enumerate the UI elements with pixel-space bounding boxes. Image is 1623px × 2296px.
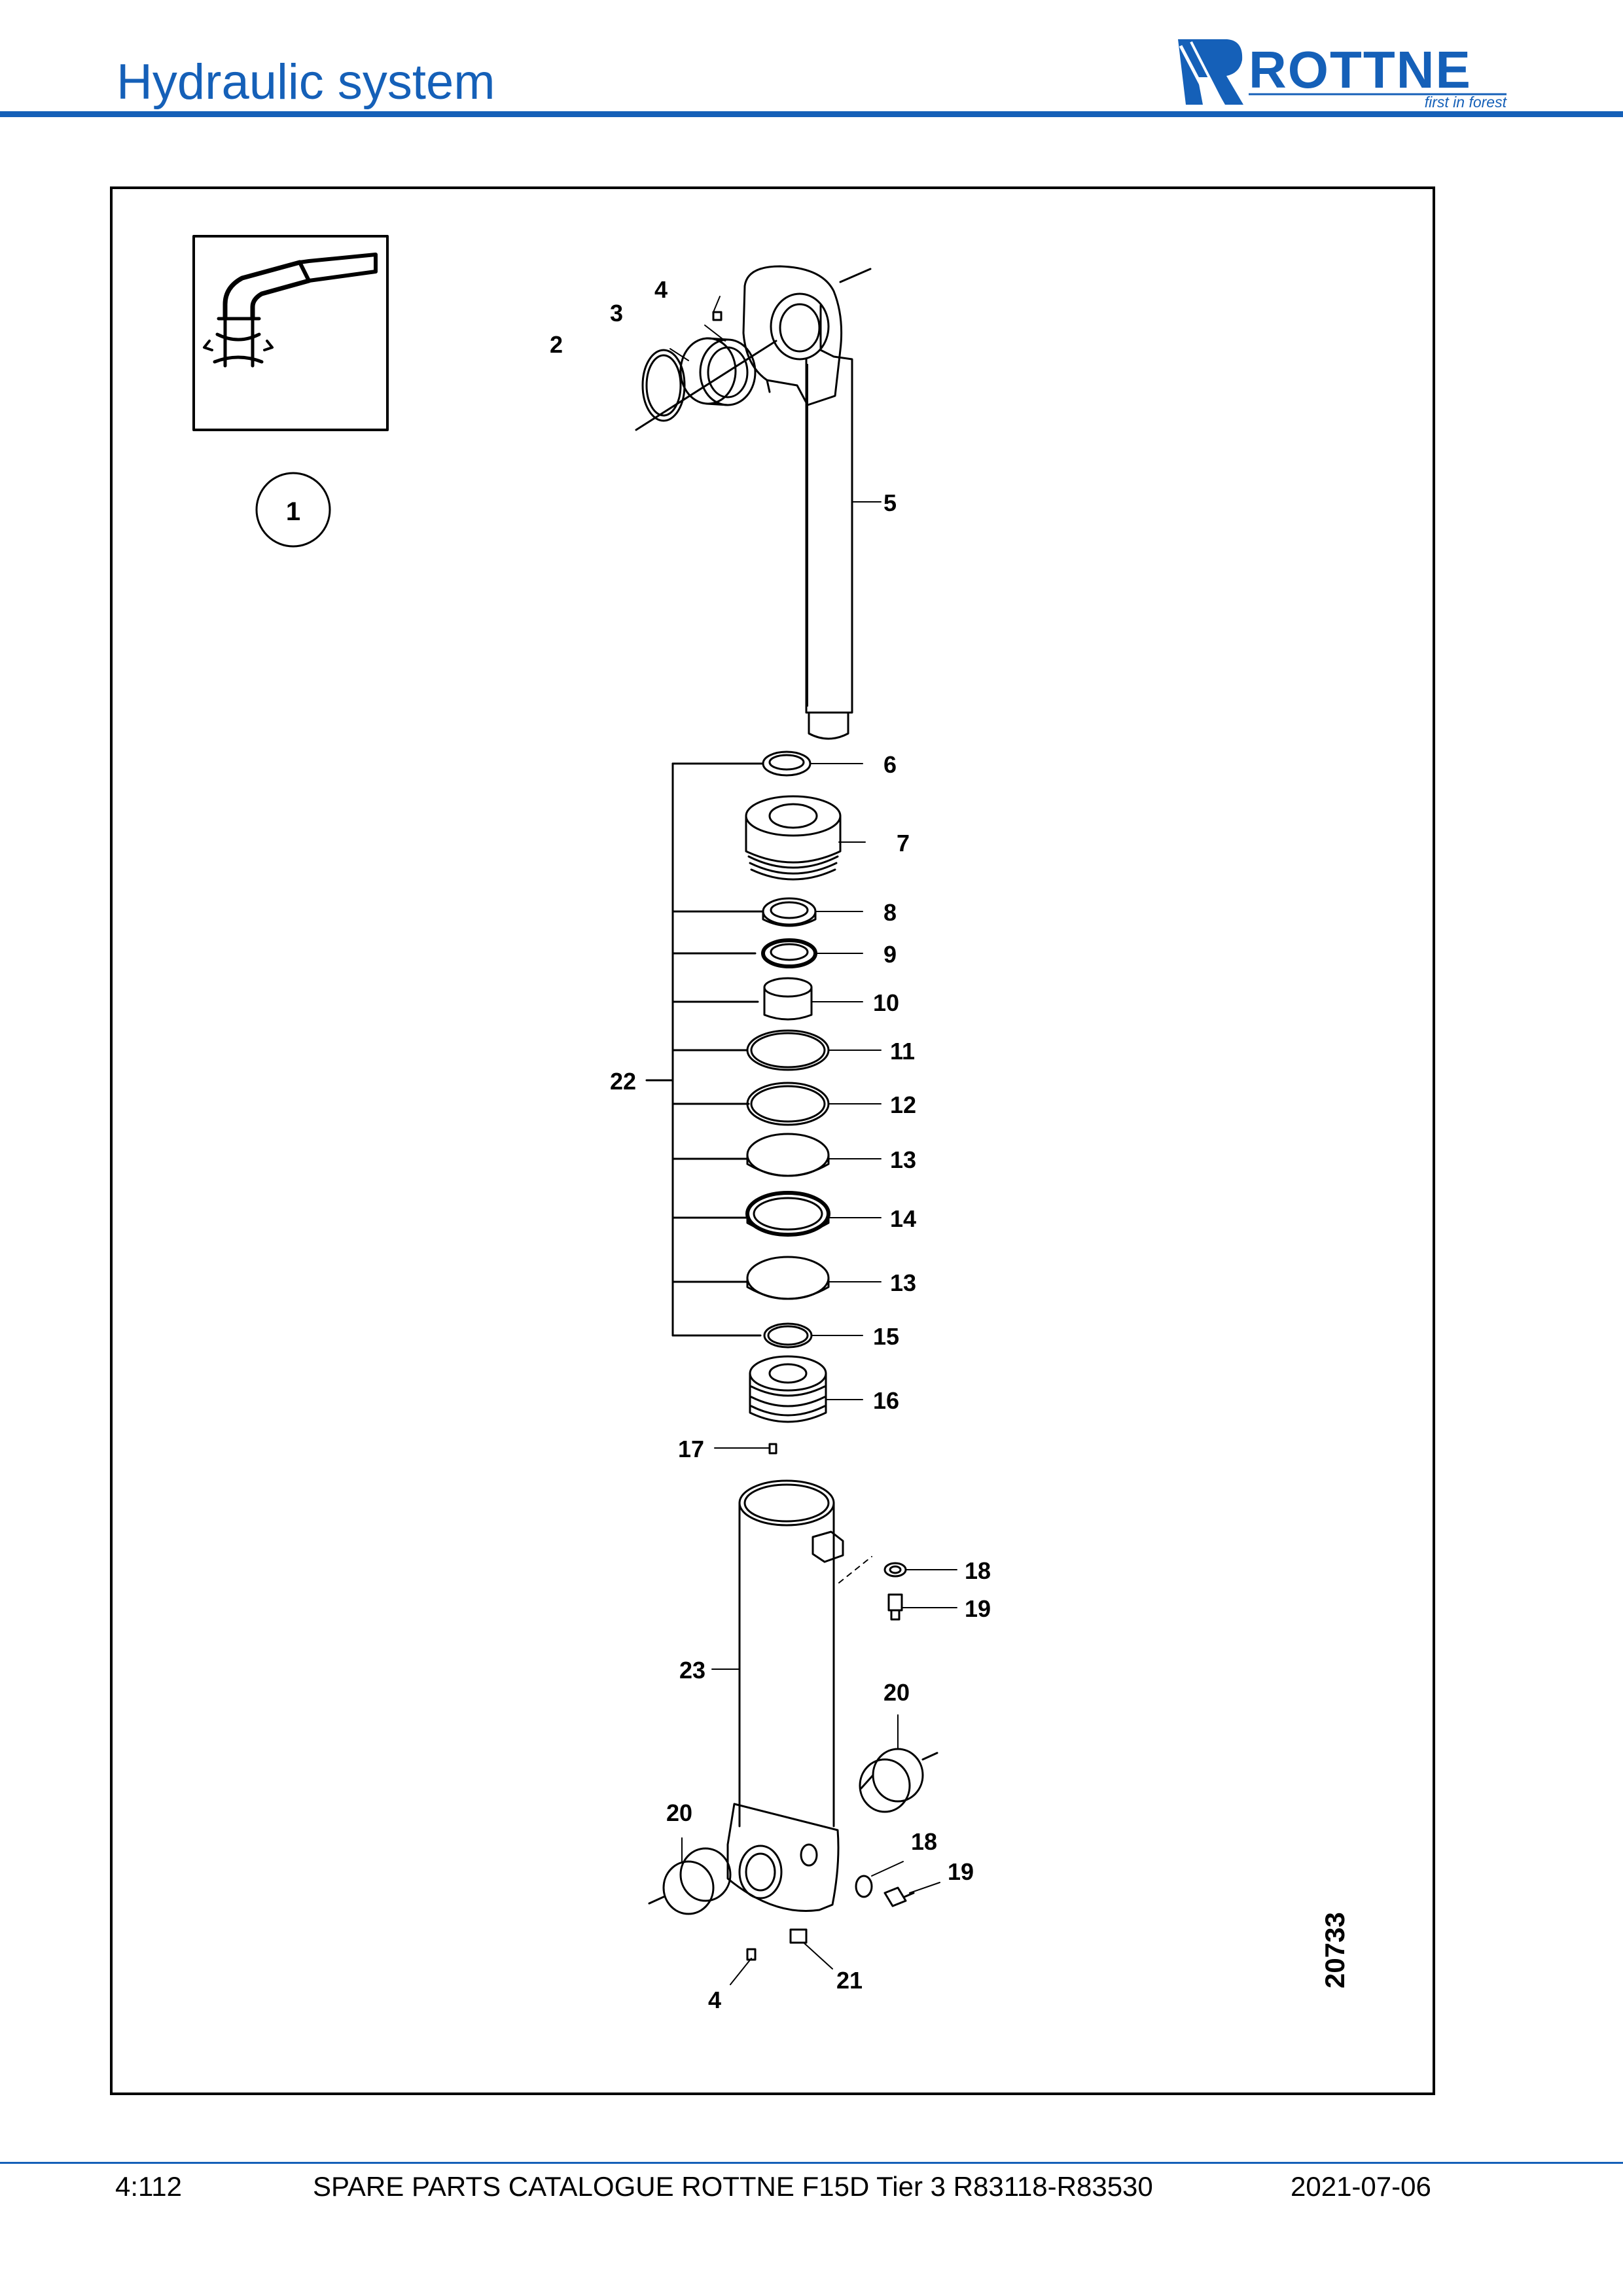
plug-21 <box>789 1928 808 1944</box>
item-label: 14 <box>890 1205 916 1232</box>
seal-6 <box>762 751 812 777</box>
logo-brand: ROTTNE <box>1249 41 1472 99</box>
grease-nipple-19a <box>887 1593 903 1621</box>
set-screw-17 <box>768 1443 777 1455</box>
footer-rule <box>0 2162 1623 2164</box>
item-label: 15 <box>873 1323 899 1350</box>
washer-18b <box>855 1875 873 1898</box>
item-label: 19 <box>965 1595 991 1622</box>
seal-8 <box>762 897 817 927</box>
item-label: 4 <box>708 1987 721 2013</box>
seal-9 <box>761 938 817 968</box>
hose-symbol-icon <box>192 235 389 431</box>
item-label: 6 <box>883 751 897 778</box>
item-label: 19 <box>948 1858 974 1885</box>
bearing-axis-line <box>635 340 777 431</box>
drawing-number: 20733 <box>1319 1912 1350 1988</box>
o-ring-15 <box>763 1322 813 1349</box>
callout-badge: 1 <box>255 472 331 548</box>
piston-seal-14 <box>745 1191 830 1237</box>
item-label: 23 <box>679 1657 705 1684</box>
cylinder-tube <box>726 1479 840 1912</box>
port-dash-line <box>838 1556 872 1583</box>
diagram-frame: 1 <box>110 186 1435 2095</box>
item-label: 18 <box>965 1557 991 1584</box>
rottne-logo: ROTTNE first in forest <box>1178 39 1508 111</box>
o-ring-11 <box>746 1029 830 1071</box>
grease-nipple-top <box>712 311 722 321</box>
item-label: 13 <box>890 1269 916 1296</box>
bushing-20a <box>859 1748 938 1813</box>
item-labels: 4 3 2 5 6 7 8 9 10 11 12 13 14 13 15 16 … <box>550 276 991 2013</box>
circlip <box>641 349 686 422</box>
spherical-bearing <box>679 337 757 406</box>
item-label: 20 <box>666 1799 692 1826</box>
kit-bracket <box>645 762 764 1337</box>
logo-tagline: first in forest <box>1425 94 1508 111</box>
item-label: 21 <box>836 1967 863 1994</box>
port-fitting <box>812 1530 844 1563</box>
svg-text:1: 1 <box>286 497 300 526</box>
item-label: 22 <box>610 1068 636 1095</box>
item-label: 10 <box>873 989 899 1016</box>
o-ring-12 <box>746 1082 830 1126</box>
item-label: 8 <box>883 899 897 926</box>
item-label: 17 <box>678 1436 704 1462</box>
grease-nipple-4b <box>746 1948 757 1961</box>
item-label: 16 <box>873 1387 899 1414</box>
piston-16 <box>749 1355 827 1423</box>
item-label: 2 <box>550 331 563 358</box>
item-label: 4 <box>654 276 668 303</box>
item-label: 11 <box>890 1038 915 1065</box>
item-label: 12 <box>890 1091 916 1118</box>
leader-lines <box>669 296 957 1985</box>
bushing-20b <box>648 1847 732 1915</box>
item-label: 3 <box>610 300 623 327</box>
item-label: 13 <box>890 1146 916 1173</box>
item-label: 20 <box>883 1679 910 1706</box>
washer-18a <box>883 1562 907 1578</box>
grease-nipple-19b <box>883 1886 915 1907</box>
bushing-10 <box>763 977 813 1021</box>
item-label: 7 <box>897 830 910 857</box>
item-label: 18 <box>911 1828 937 1855</box>
footer-page-number: 4:112 <box>115 2171 182 2202</box>
item-label: 9 <box>883 941 897 968</box>
footer-catalogue-title: SPARE PARTS CATALOGUE ROTTNE F15D Tier 3… <box>313 2171 1153 2202</box>
header-rule <box>0 111 1623 117</box>
exploded-view-diagram: 1 <box>192 235 1350 2013</box>
piston-rod <box>805 304 853 740</box>
ring-13b <box>746 1256 830 1300</box>
page-title: Hydraulic system <box>116 54 495 110</box>
ring-13a <box>746 1133 830 1177</box>
item-label: 5 <box>883 489 897 516</box>
gland-nut-7 <box>745 795 842 881</box>
logo-mark-icon <box>1178 39 1243 105</box>
footer-date: 2021-07-06 <box>1291 2171 1431 2202</box>
